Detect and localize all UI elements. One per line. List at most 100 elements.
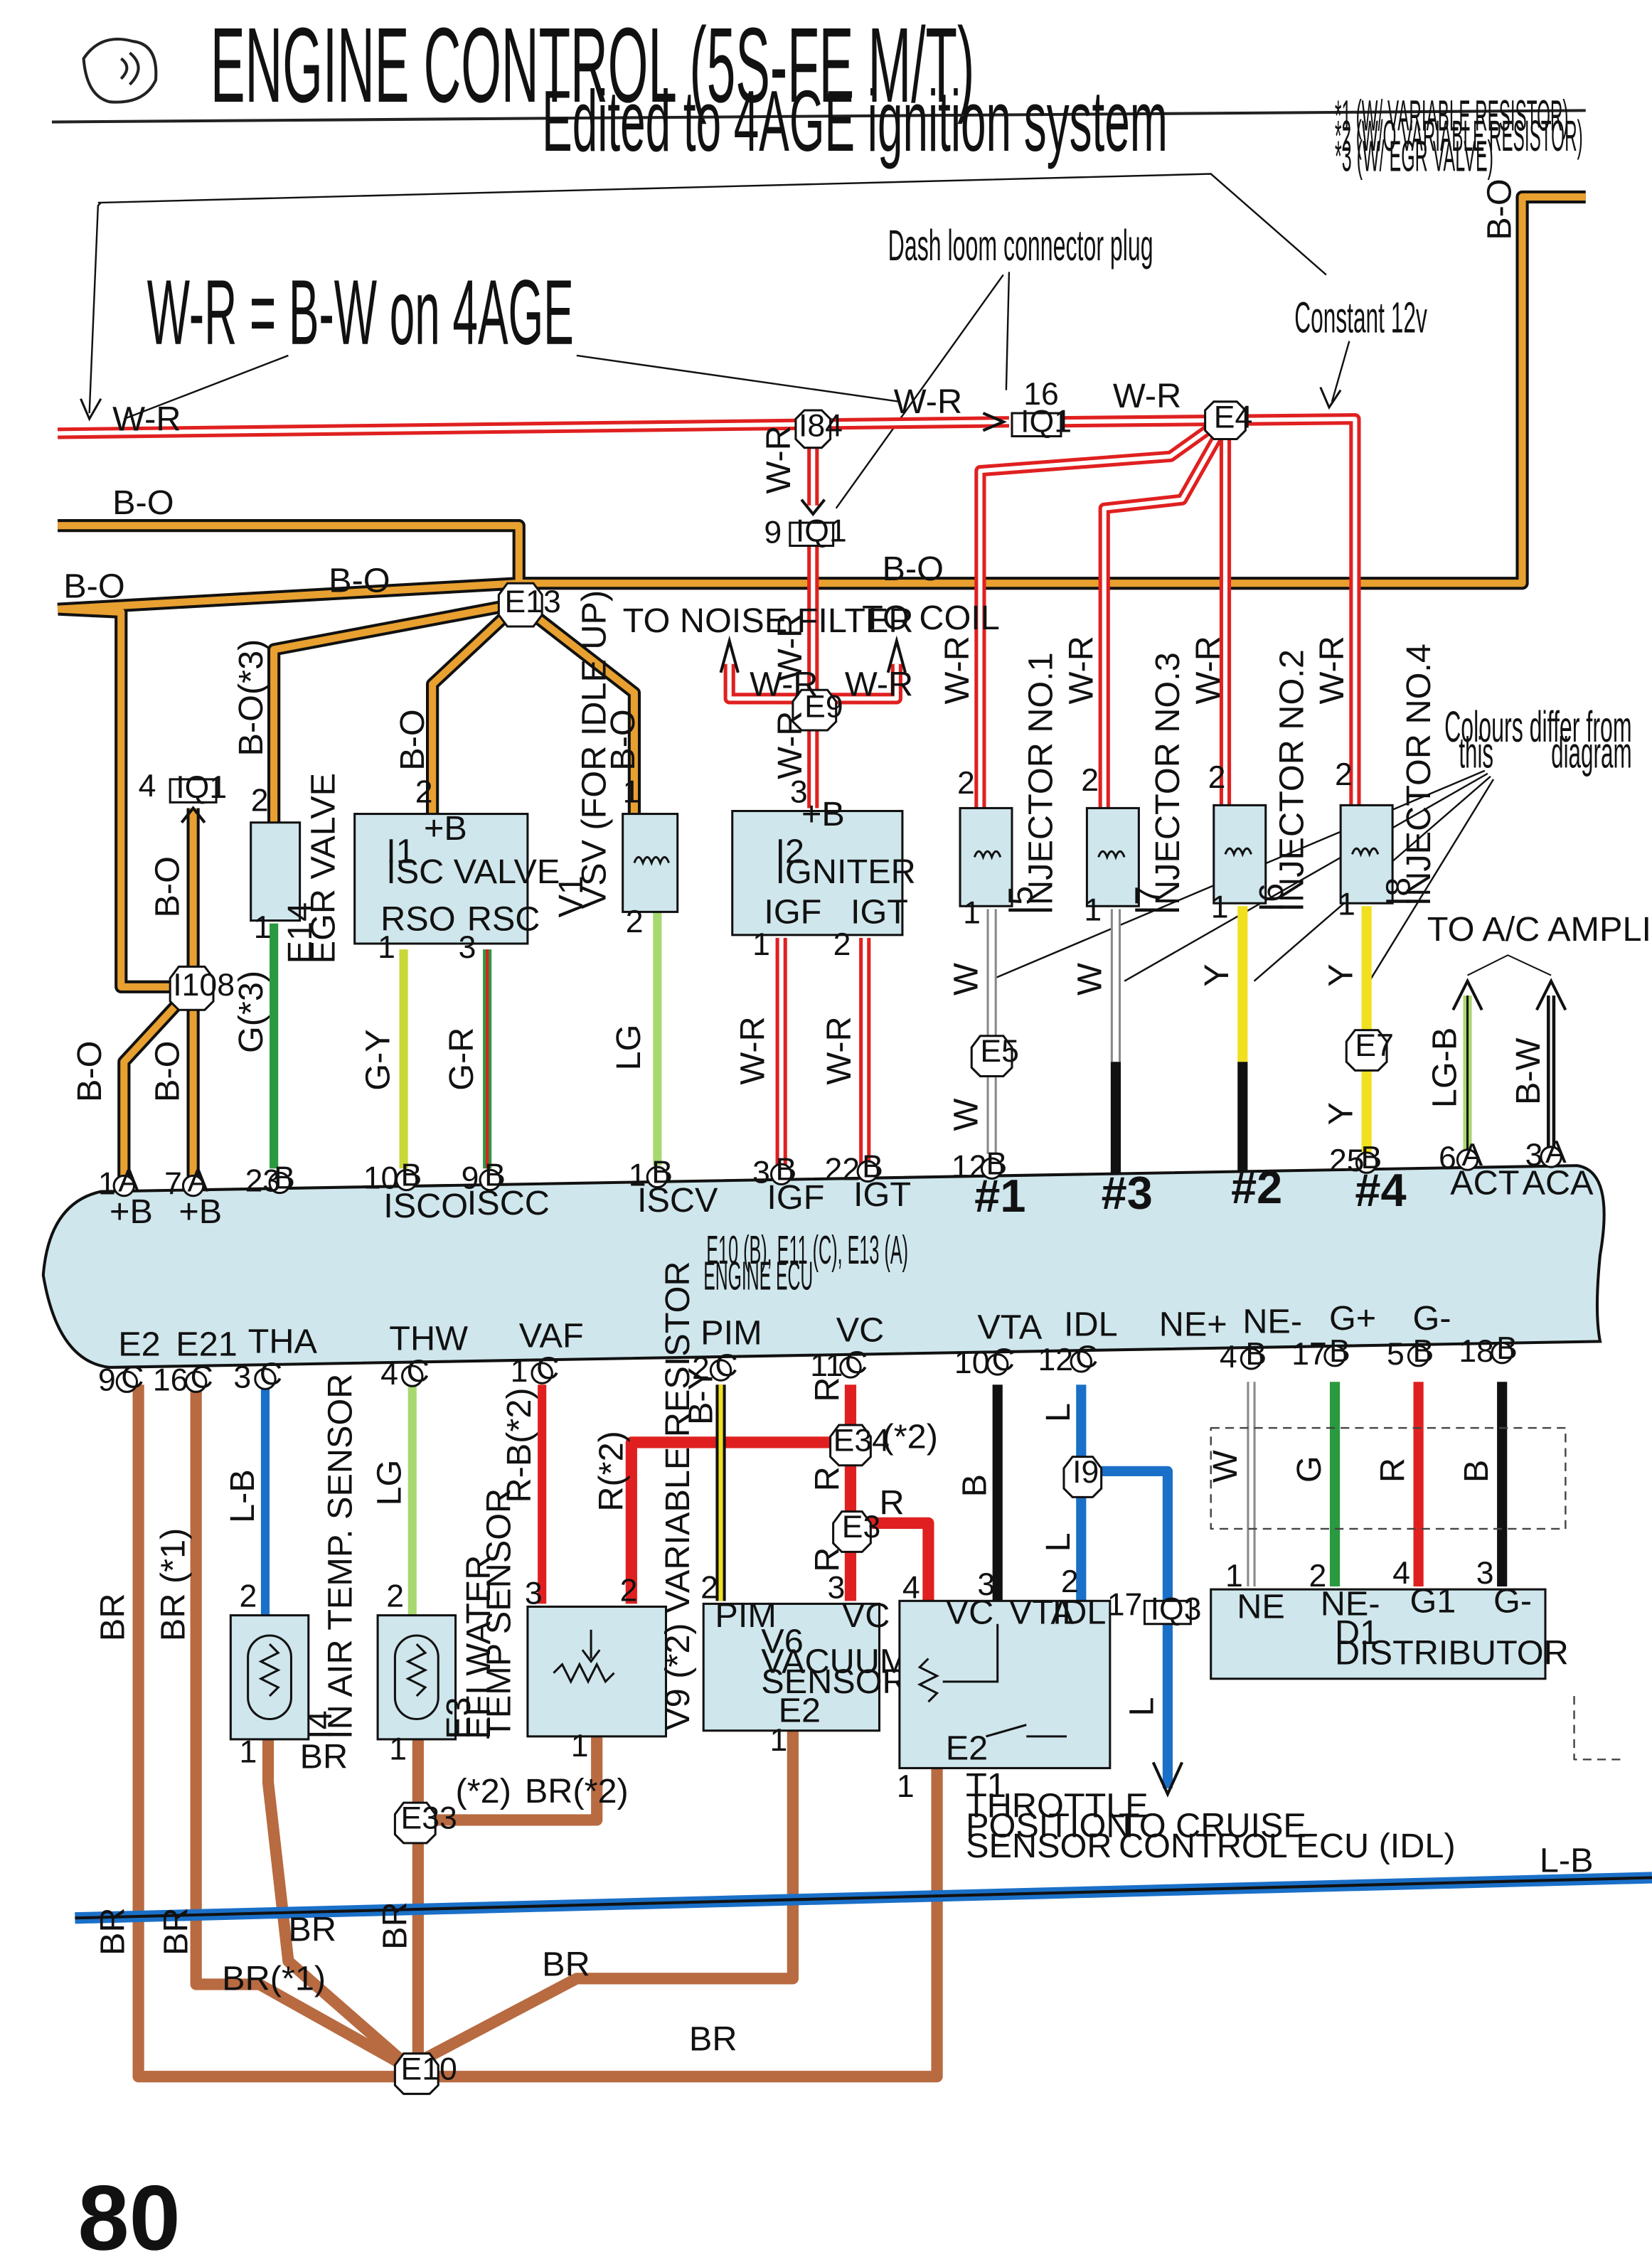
wire-label: G(*3) <box>232 971 270 1053</box>
connector-iq1-mid: IQ1 <box>796 513 847 548</box>
pin-number: 2 <box>1335 757 1353 792</box>
pin-number: 1 <box>571 1729 589 1764</box>
wire-label: L <box>1039 1532 1077 1552</box>
component-distributor: NE NE- G1 G- D1 DISTRIBUTOR <box>1210 1582 1569 1680</box>
wire-label: LG-B <box>1425 1028 1464 1108</box>
pin-circle <box>395 1168 418 1192</box>
wire-r-tps <box>850 1517 934 1601</box>
ecu-pin-numbers: 1 7 23 10 9 1 3 22 12 25 6 3 9 16 3 4 1 … <box>98 1138 1543 1397</box>
vac-name1: VACUUM <box>761 1643 908 1681</box>
ecu-term-e2: E2 <box>118 1325 160 1364</box>
wire-label: W-R <box>771 613 809 681</box>
wire-label: W-R <box>112 400 181 438</box>
pin-number: 18 <box>1459 1334 1494 1369</box>
pin-circle <box>769 1163 793 1186</box>
pin-letter: B <box>1496 1331 1518 1366</box>
wr-wires <box>57 413 1361 1166</box>
injector-2-body <box>1213 804 1267 905</box>
vac-vc: VC <box>842 1596 890 1635</box>
pin-number: 2 <box>1208 760 1226 795</box>
pin-number: 9 <box>462 1161 479 1196</box>
pin-circle <box>839 1356 862 1379</box>
wire-label: W-R <box>760 425 798 494</box>
ecu-term-igf: IGF <box>767 1178 824 1217</box>
igniter-label: I2 <box>776 832 805 870</box>
pin-number: 2 <box>1309 1559 1327 1594</box>
wire-label: Y <box>1321 964 1360 986</box>
isc-rsc: RSC <box>467 900 540 939</box>
connector-e3: E3 <box>842 1510 881 1545</box>
pin-letter: B <box>862 1149 883 1184</box>
header-rule <box>51 109 1586 124</box>
air-temp-label: I4 <box>301 1710 339 1739</box>
wire-label: W-R <box>820 1016 858 1084</box>
injector-1-name: INJECTOR NO.1 <box>1022 652 1060 914</box>
page-title: ENGINE CONTROL (5S-FE M/T) <box>211 5 974 124</box>
signal-wires-bottom <box>75 1382 1652 2083</box>
pin-number: 11 <box>810 1348 843 1383</box>
pin-circle <box>479 1168 501 1192</box>
badge-i108 <box>169 965 215 1011</box>
pin-number: 4 <box>380 1357 398 1392</box>
engine-ecu: E10 (B), E11 (C), E13 (A) ENGINE ECU +B … <box>41 1161 1606 1369</box>
connector-e9: E9 <box>804 690 843 725</box>
vac-name2: SENSOR <box>761 1663 907 1701</box>
component-variable-resistor: V9 (*2) VARIABLE RESISTOR <box>526 1261 697 1738</box>
note-2: *2 (W/O VARIABLE RESISTOR) <box>1335 112 1583 160</box>
pin-number: 2 <box>251 783 269 818</box>
annotation-line-12v <box>1331 341 1350 402</box>
pin-letter: A <box>188 1164 209 1199</box>
note-3: *3 (W/ EGR VALVE) <box>1335 132 1493 180</box>
pin-circle <box>1407 1345 1430 1367</box>
ecu-connectors: E10 (B), E11 (C), E13 (A) <box>706 1228 908 1273</box>
pin-number: 3 <box>1525 1138 1543 1173</box>
ecu-term-isco: ISCO <box>383 1187 468 1225</box>
injector-4-body <box>1339 804 1394 905</box>
ecu-term-aca: ACA <box>1523 1164 1594 1202</box>
connector-e5: E5 <box>980 1034 1019 1069</box>
ecu-term-vc: VC <box>836 1311 885 1349</box>
connector-i108: I108 <box>173 968 235 1003</box>
component-name: EGR VALVE <box>304 773 342 964</box>
component-vsv: V1 VSV (FOR IDLE UP) <box>552 590 679 917</box>
wire-label: G <box>1290 1456 1328 1483</box>
igniter-igf: IGF <box>764 893 821 932</box>
wire-label: BR <box>93 1907 132 1956</box>
pin-letter: B <box>484 1158 506 1193</box>
pin-letter: C <box>260 1357 282 1392</box>
component-pin-numbers: 16 9 4 2 1 2 1 3 1 2 3 1 2 2 1 2 1 2 1 2… <box>139 377 1494 1804</box>
wire-label: W-R <box>845 665 913 703</box>
annotation-line-dash-a <box>1005 272 1011 390</box>
connector-badge-text: I84 IQ1 E4 IQ1 E13 E9 IQ1 I108 E5 E7 E34… <box>173 400 1394 2086</box>
pin-circle <box>115 1370 139 1393</box>
pin-number: 5 <box>1387 1337 1405 1372</box>
isc-name: ISC VALVE <box>386 853 560 891</box>
pin-number: 2 <box>833 927 851 962</box>
pin-number: 3 <box>977 1567 995 1602</box>
ecu-pins <box>112 1146 1562 1393</box>
badge-e9 <box>792 688 838 732</box>
page-number: 80 <box>78 2167 180 2262</box>
pin-circle <box>268 1171 291 1195</box>
badge-e13 <box>497 582 543 628</box>
annotation-line-wr-right <box>576 354 900 403</box>
wire-label: R <box>809 1377 847 1402</box>
ecu-term-idl: IDL <box>1064 1305 1118 1343</box>
injector-3-body <box>1085 806 1140 907</box>
pin-number: 2 <box>626 905 644 939</box>
pin-number: 1 <box>378 930 395 965</box>
pin-letter: C <box>191 1360 213 1394</box>
pin-number: 2 <box>1061 1564 1079 1599</box>
wire-label: Y <box>1198 964 1236 986</box>
annotation-wr-bw: W-R = B-W on 4AGE <box>147 262 574 364</box>
wire-label: B-O <box>70 1041 109 1102</box>
component-label: V1 <box>552 875 590 917</box>
wire-label: B <box>956 1474 994 1497</box>
pin-circle <box>1070 1350 1092 1373</box>
pin-circle <box>181 1174 205 1197</box>
wire-color-labels: W-R W-R W-R W-R W-R W-R W-R W-R W-R W-R … <box>63 178 1593 2058</box>
pin-circle <box>980 1157 1003 1180</box>
component-vacuum-sensor: PIM VC V6 VACUUM SENSOR E2 <box>702 1596 908 1732</box>
pin-number: 12 <box>1038 1343 1073 1377</box>
